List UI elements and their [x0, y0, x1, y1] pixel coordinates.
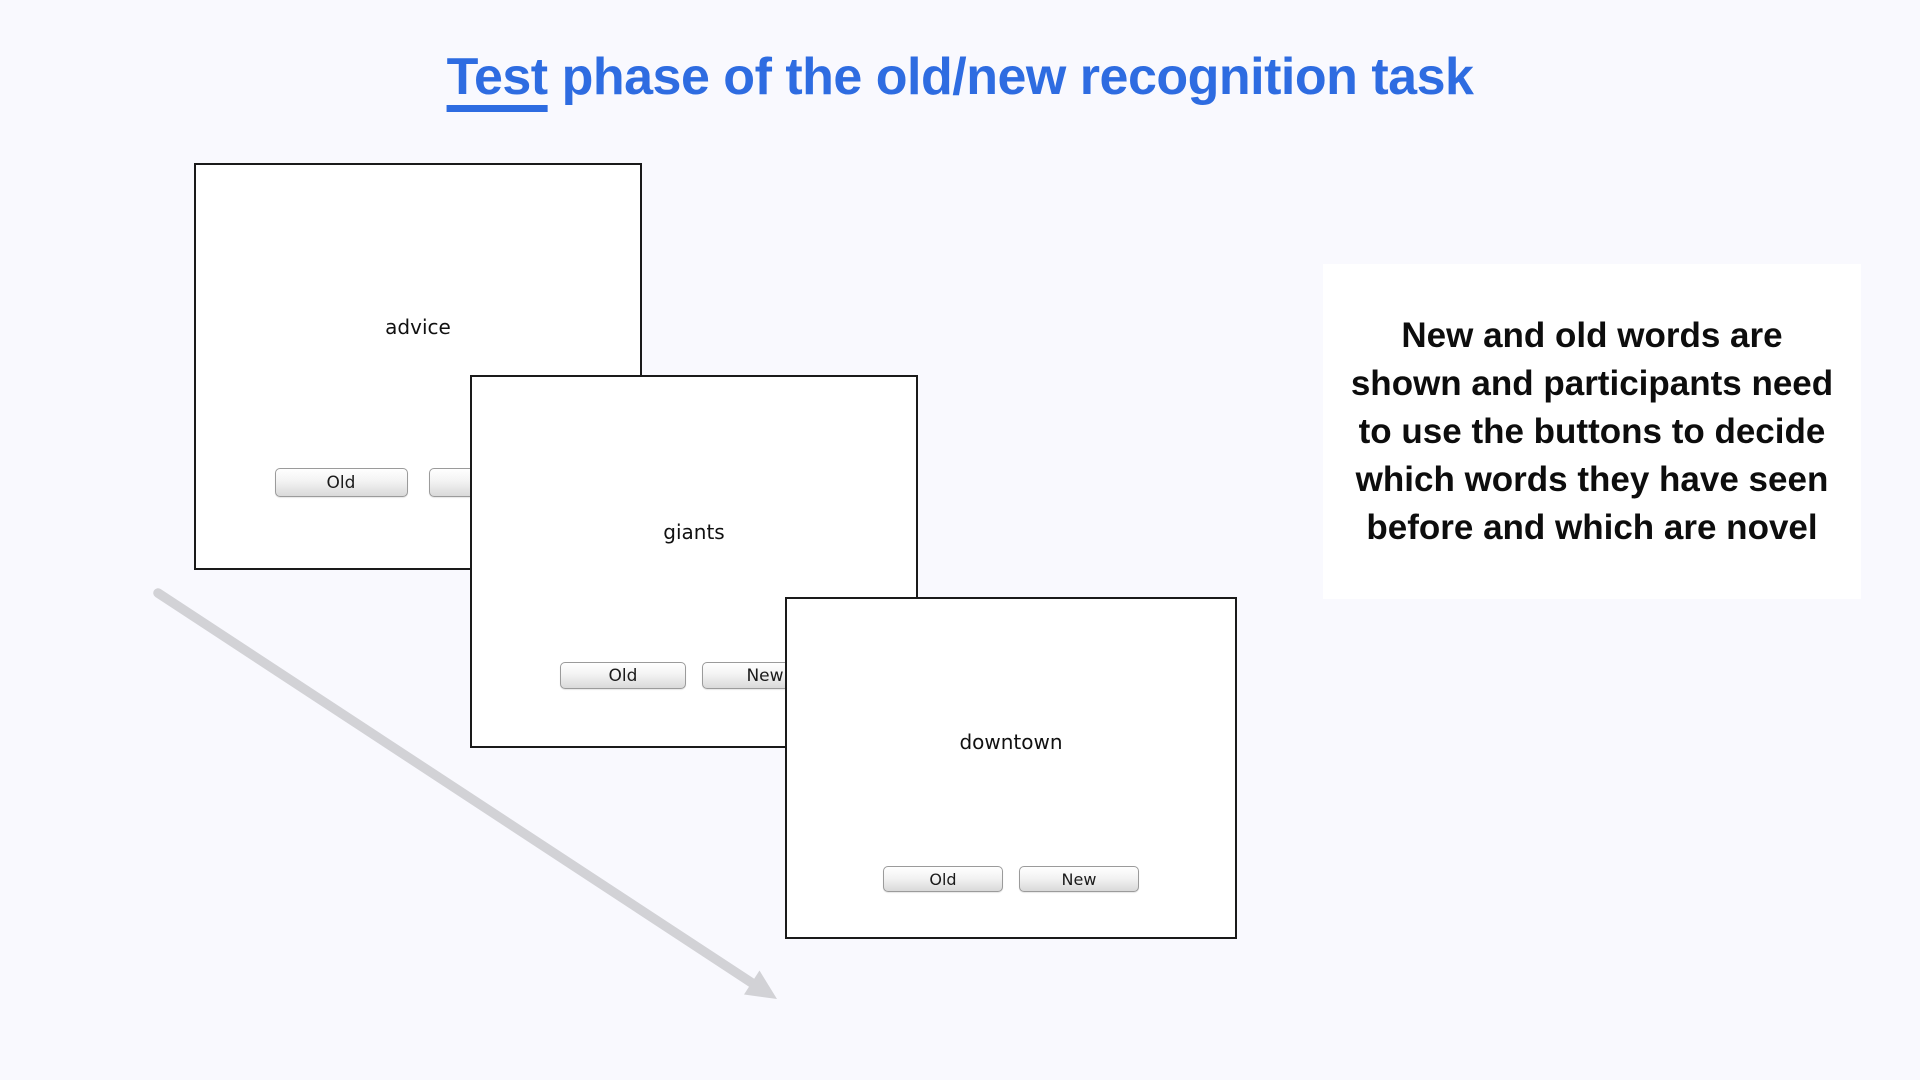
title-underlined-word: Test	[446, 48, 549, 106]
old-button[interactable]: Old	[883, 866, 1003, 892]
title-rest: phase of the old/new recognition task	[547, 48, 1474, 106]
note-line: to use the buttons to decide	[1358, 411, 1826, 451]
old-button[interactable]: Old	[274, 468, 408, 497]
response-button-row: Old New	[787, 866, 1235, 892]
stimulus-word: advice	[385, 315, 451, 339]
stimulus-card-3: downtown Old New	[785, 597, 1237, 939]
stimulus-card-1: advice Old New	[194, 163, 642, 570]
note-line: before and which are novel	[1366, 507, 1818, 547]
stimulus-word: giants	[663, 520, 725, 544]
note-line: which words they have seen	[1355, 459, 1829, 499]
page-title: Test phase of the old/new recognition ta…	[0, 48, 1920, 108]
note-line: New and old words are	[1401, 315, 1783, 355]
note-line: shown and participants need	[1350, 363, 1834, 403]
stimulus-word: downtown	[959, 730, 1063, 754]
old-button[interactable]: Old	[560, 662, 686, 689]
new-button[interactable]: New	[1019, 866, 1139, 892]
instruction-note: New and old words are shown and particip…	[1323, 264, 1861, 599]
